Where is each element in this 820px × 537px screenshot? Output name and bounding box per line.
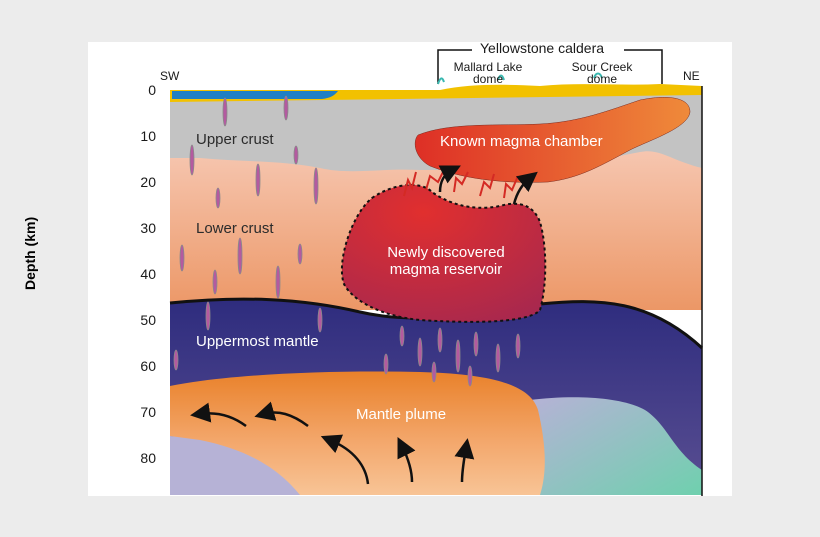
y-tick: 40	[140, 266, 156, 282]
y-tick: 20	[140, 174, 156, 190]
direction-right: NE	[683, 69, 700, 83]
upper-crust-label: Upper crust	[196, 131, 274, 148]
dome-label-sour-creek: Sour Creek dome	[572, 61, 633, 85]
magma-reservoir	[340, 183, 547, 323]
reservoir-label-line1: Newly discovered	[387, 244, 505, 261]
deep-mantle-right	[530, 397, 702, 495]
dome-label-line: dome	[586, 72, 618, 86]
uppermost-mantle-label: Uppermost mantle	[196, 333, 319, 350]
y-tick: 80	[140, 450, 156, 466]
known-chamber-label: Known magma chamber	[440, 133, 603, 150]
dome-label-mallard: Mallard Lake dome	[454, 61, 523, 85]
reservoir-label-line2: magma reservoir	[389, 261, 503, 278]
deep-mantle-layer	[170, 436, 320, 495]
flow-arrows	[190, 165, 538, 485]
melt-lenses	[173, 95, 521, 387]
y-tick: 10	[140, 128, 156, 144]
caldera-bracket	[437, 49, 663, 84]
direction-left: SW	[160, 69, 180, 83]
lake	[172, 91, 338, 99]
dome-label-line: Sour Creek	[571, 60, 633, 74]
y-tick: 70	[140, 404, 156, 420]
y-tick: 30	[140, 220, 156, 236]
y-tick: 0	[148, 82, 156, 98]
y-tick: 60	[140, 358, 156, 374]
dome-label-line: dome	[472, 72, 504, 86]
lower-crust-label: Lower crust	[196, 220, 274, 237]
caldera-title: Yellowstone caldera	[480, 40, 605, 56]
dome-markers	[437, 72, 603, 85]
mantle-plume-label: Mantle plume	[356, 406, 447, 423]
y-axis-title: Depth (km)	[22, 216, 38, 290]
y-tick: 50	[140, 312, 156, 328]
dome-label-line: Mallard Lake	[453, 60, 523, 74]
